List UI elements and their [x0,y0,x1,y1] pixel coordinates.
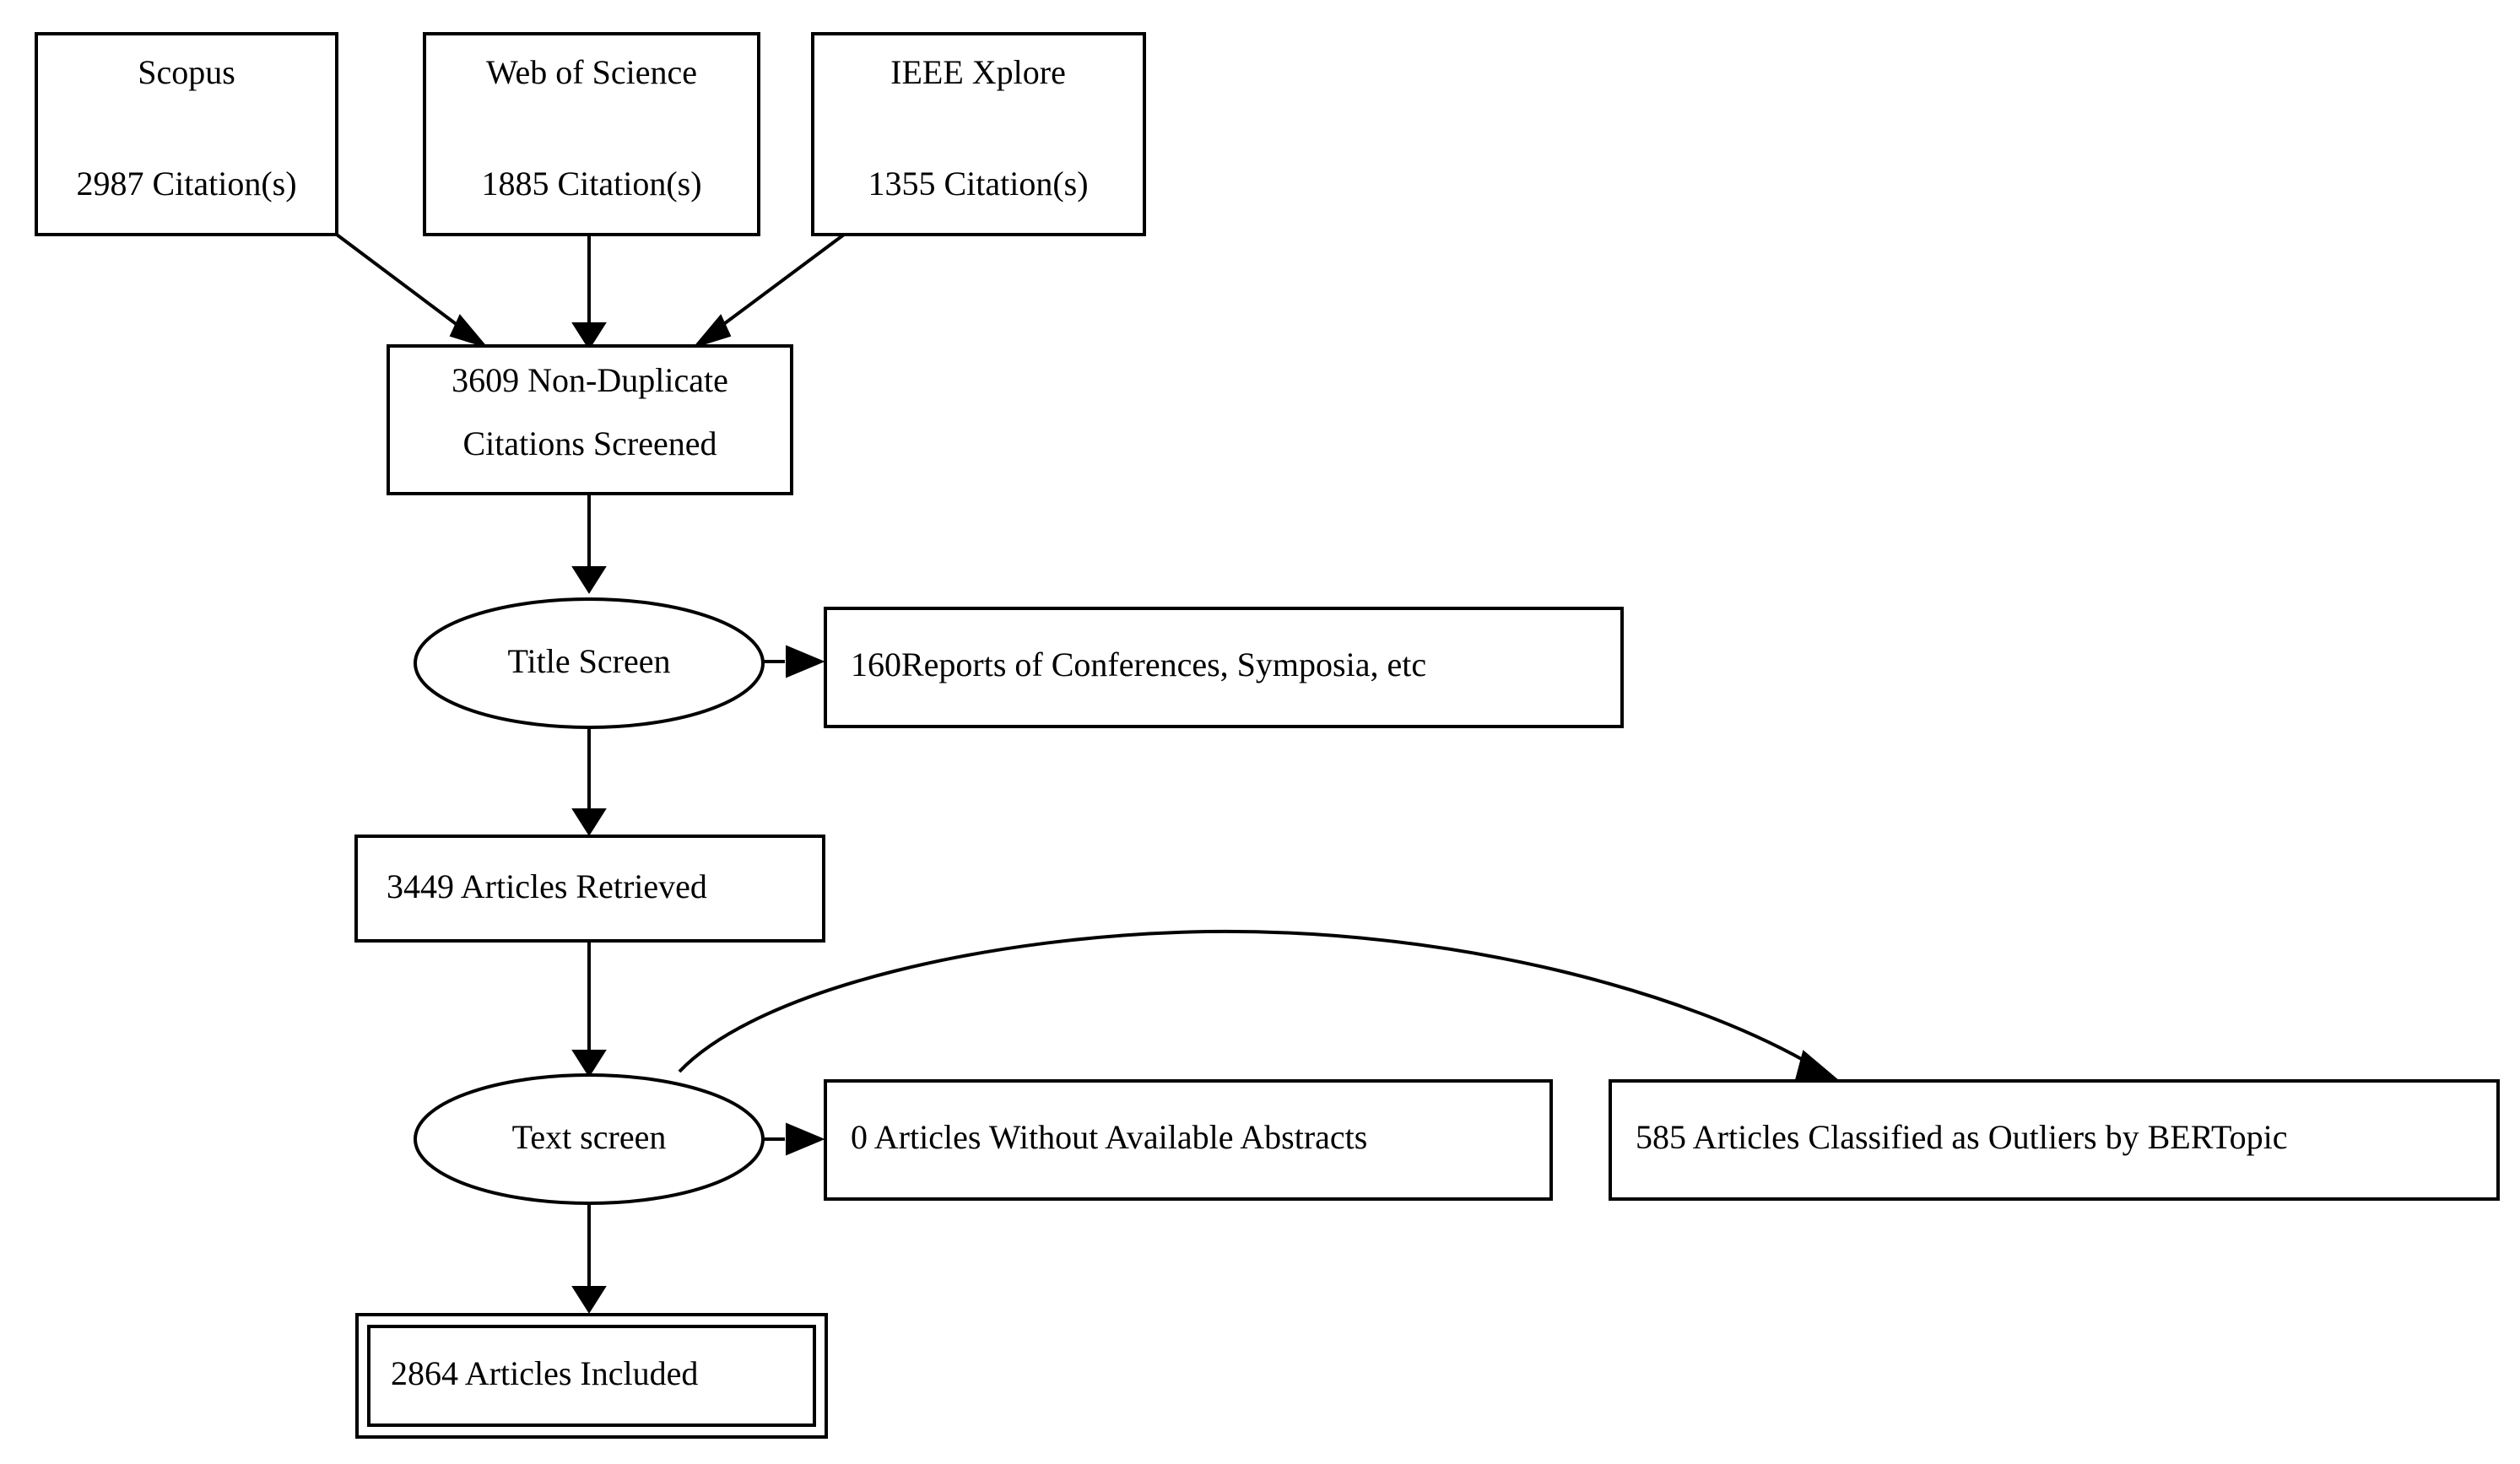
node-outliers-bertopic-label: 585 Articles Classified as Outliers by B… [1636,1118,2287,1156]
edge-wos-to-screened [571,235,607,350]
node-outliers-bertopic[interactable]: 585 Articles Classified as Outliers by B… [1609,1079,2500,1201]
node-web-of-science[interactable]: Web of Science 1885 Citation(s) [423,32,760,236]
nodes-layer: Scopus 2987 Citation(s) Web of Science 1… [35,32,2500,1439]
edge-text-screen-to-included [571,1205,607,1314]
node-scopus[interactable]: Scopus 2987 Citation(s) [35,32,338,236]
node-articles-included[interactable]: 2864 Articles Included [355,1313,828,1439]
node-articles-included-label: 2864 Articles Included [391,1354,698,1392]
edge-ieee-to-screened [692,233,846,348]
node-scopus-line1: Scopus [138,53,235,91]
node-web-of-science-line2: 1885 Citation(s) [481,165,701,203]
node-text-screen-label: Text screen [512,1118,667,1156]
node-ieee-xplore-line2: 1355 Citation(s) [868,165,1088,203]
node-reports-excluded[interactable]: 160Reports of Conferences, Symposia, etc [824,607,1624,728]
node-citations-screened-line2: Citations Screened [462,424,717,462]
node-web-of-science-line1: Web of Science [486,53,697,91]
edge-scopus-to-screened [335,233,489,348]
edges-layer [335,233,1845,1314]
edge-title-screen-to-retrieved [571,727,607,836]
node-articles-retrieved[interactable]: 3449 Articles Retrieved [354,835,825,943]
node-citations-screened[interactable]: 3609 Non-Duplicate Citations Screened [387,344,793,495]
node-no-available-abstracts-label: 0 Articles Without Available Abstracts [851,1118,1367,1156]
node-articles-retrieved-label: 3449 Articles Retrieved [387,867,707,905]
node-reports-excluded-label: 160Reports of Conferences, Symposia, etc [851,646,1426,683]
node-title-screen-label: Title Screen [508,642,671,680]
edge-text-screen-to-outliers [678,929,1845,1085]
node-ieee-xplore[interactable]: IEEE Xplore 1355 Citation(s) [811,32,1146,236]
node-no-available-abstracts[interactable]: 0 Articles Without Available Abstracts [824,1079,1553,1201]
edge-retrieved-to-text-screen [571,941,607,1078]
node-title-screen[interactable]: Title Screen [414,597,765,729]
edge-screened-to-title-screen [571,494,607,594]
node-scopus-line2: 2987 Citation(s) [76,165,296,203]
node-ieee-xplore-line1: IEEE Xplore [890,53,1066,91]
node-citations-screened-line1: 3609 Non-Duplicate [452,361,728,399]
node-text-screen[interactable]: Text screen [414,1073,765,1205]
